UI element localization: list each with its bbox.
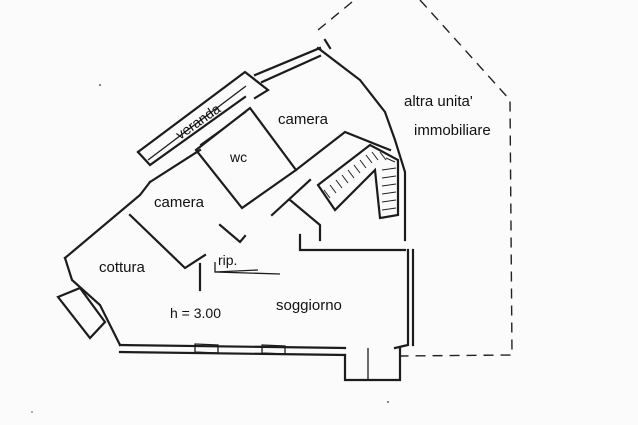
- exterior-walls: [56, 38, 415, 382]
- neighbor-unit-label-line2: immobiliare: [414, 122, 491, 139]
- room-labels: camera wc veranda camera cottura rip. so…: [99, 93, 491, 321]
- ceiling-height-note: h = 3.00: [170, 305, 221, 321]
- room-label-wc: wc: [229, 149, 247, 165]
- scan-specks: [31, 84, 389, 413]
- neighbor-unit-boundary: [317, 0, 513, 357]
- room-label-camera-left: camera: [154, 194, 205, 211]
- room-label-cottura: cottura: [99, 259, 146, 276]
- windows: [194, 343, 286, 355]
- interior-walls: [128, 106, 407, 292]
- staircase: [316, 143, 400, 220]
- room-label-soggiorno: soggiorno: [276, 297, 342, 314]
- room-label-camera-top: camera: [278, 111, 329, 128]
- neighbor-unit-label-line1: altra unita': [404, 93, 473, 110]
- room-label-rip: rip.: [218, 252, 237, 268]
